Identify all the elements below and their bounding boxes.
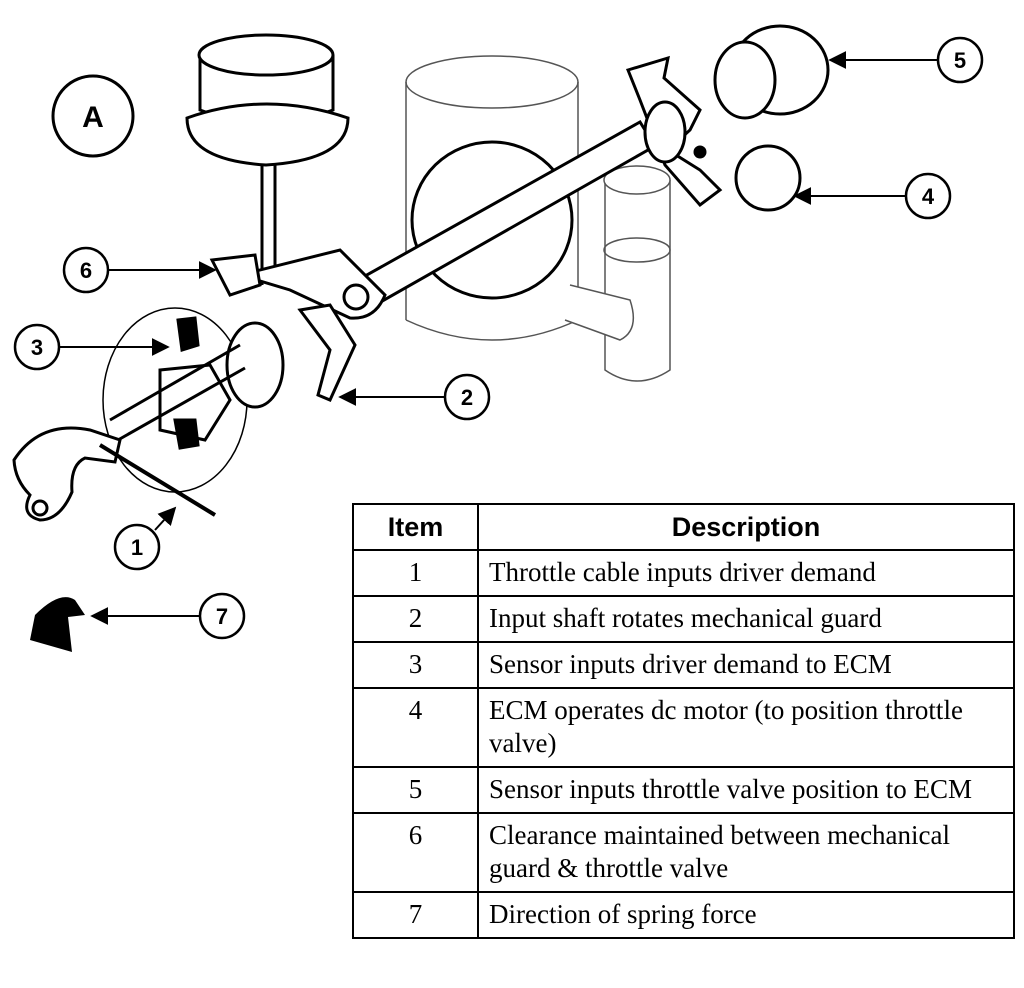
row-description: Sensor inputs driver demand to ECM: [477, 641, 1015, 689]
row-item: 2: [352, 595, 479, 643]
row-item: 1: [352, 549, 479, 597]
mounting-pedestal: [185, 33, 350, 285]
callout-7-label: 7: [216, 604, 228, 629]
callout-2-label: 2: [461, 385, 473, 410]
table-row: 5 Sensor inputs throttle valve position …: [352, 766, 1015, 814]
row-item: 7: [352, 891, 479, 939]
motor-sensor-assembly: [625, 24, 830, 212]
callout-7: 7: [90, 592, 246, 640]
row-description: Sensor inputs throttle valve position to…: [477, 766, 1015, 814]
spring-direction-arrow: [30, 597, 85, 652]
throttle-shaft: [234, 119, 658, 320]
row-description: Direction of spring force: [477, 891, 1015, 939]
row-item: 6: [352, 812, 479, 893]
callout-6-label: 6: [80, 258, 92, 283]
callout-4-label: 4: [922, 184, 935, 209]
table-row: 4 ECM operates dc motor (to position thr…: [352, 687, 1015, 768]
view-badge-label: A: [82, 101, 104, 134]
legend-header-item: Item: [352, 503, 479, 551]
table-row: 6 Clearance maintained between mechanica…: [352, 812, 1015, 893]
row-description: Input shaft rotates mechanical guard: [477, 595, 1015, 643]
legend-header-row: Item Description: [352, 503, 1015, 551]
table-row: 3 Sensor inputs driver demand to ECM: [352, 641, 1015, 689]
callout-6: 6: [62, 246, 217, 294]
legend-table: Item Description 1 Throttle cable inputs…: [352, 503, 1015, 939]
table-row: 1 Throttle cable inputs driver demand: [352, 549, 1015, 597]
row-item: 3: [352, 641, 479, 689]
table-row: 7 Direction of spring force: [352, 891, 1015, 939]
view-badge: A: [51, 74, 135, 158]
callout-1: 1: [113, 506, 177, 571]
bypass-pipe: [564, 165, 671, 382]
row-description: Throttle cable inputs driver demand: [477, 549, 1015, 597]
input-lever: [12, 426, 217, 522]
callout-2: 2: [338, 373, 491, 421]
row-description: ECM operates dc motor (to position throt…: [477, 687, 1015, 768]
row-description: Clearance maintained between mechanical …: [477, 812, 1015, 893]
legend-header-description: Description: [477, 503, 1015, 551]
row-item: 4: [352, 687, 479, 768]
callout-5-label: 5: [954, 48, 966, 73]
callout-5: 5: [828, 36, 984, 84]
guard-assembly: [102, 253, 357, 493]
callout-4: 4: [793, 172, 952, 220]
row-item: 5: [352, 766, 479, 814]
table-row: 2 Input shaft rotates mechanical guard: [352, 595, 1015, 643]
callout-3-label: 3: [31, 335, 43, 360]
throttle-body: [405, 55, 579, 341]
callout-3: 3: [13, 323, 170, 371]
callout-1-label: 1: [131, 535, 143, 560]
